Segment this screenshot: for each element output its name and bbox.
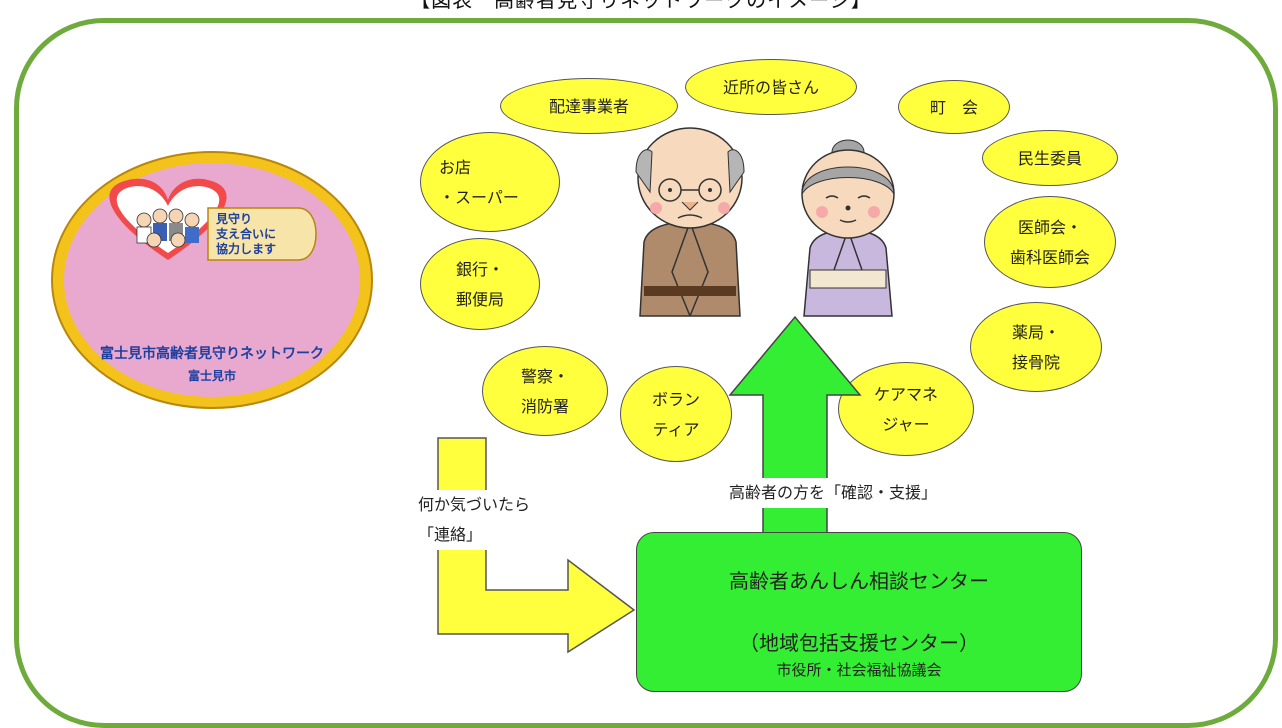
bubble-pharmacy: 薬局・ 接骨院 (970, 302, 1102, 392)
diagram-title: 【図表 高齢者見守りネットワークのイメージ】 (410, 0, 872, 12)
center-name: 高齢者あんしん相談センター (729, 569, 989, 593)
bubble-label: 薬局・ 接骨院 (1011, 323, 1060, 372)
bubble-label: 町 会 (929, 98, 978, 117)
bubble-volunteer: ボラン ティア (620, 366, 732, 462)
bubble-label: 民生委員 (1017, 149, 1082, 168)
support-center-box: 高齢者あんしん相談センター （地域包括支援センター） 市役所・社会福祉協議会 (636, 532, 1082, 692)
bubble-bank: 銀行・ 郵便局 (420, 238, 540, 330)
bubble-police: 警察・ 消防署 (482, 346, 608, 436)
network-badge: 見守り 支え合いに 協力します 富士見市高齢者見守りネットワーク 富士見市 (48, 148, 376, 412)
bubble-label: 警察・ 消防署 (520, 367, 569, 416)
support-label: 高齢者の方を「確認・支援」 (729, 478, 938, 508)
support-arrow (728, 315, 862, 538)
bubble-medical-association: 医師会・ 歯科医師会 (984, 196, 1116, 288)
bubble-label: 近所の皆さん (722, 78, 819, 97)
bubble-welfare-commissioner: 民生委員 (982, 130, 1118, 186)
badge-slogan-1: 見守り (215, 211, 252, 226)
bubble-town-association: 町 会 (898, 80, 1010, 134)
badge-network-name: 富士見市高齢者見守りネットワーク (100, 345, 324, 362)
bubble-label: 配達事業者 (548, 97, 629, 116)
badge-slogan-2: 支え合いに (215, 226, 276, 241)
elderly-woman-illustration (801, 139, 895, 317)
bubble-label: 医師会・ 歯科医師会 (1009, 218, 1090, 267)
bubble-label: ボラン ティア (651, 390, 700, 439)
contact-label: 何か気づいたら 「連絡」 (418, 490, 531, 550)
bubble-label: 銀行・ 郵便局 (455, 260, 504, 309)
center-subtitle: （地域包括支援センター） (739, 631, 979, 655)
elderly-man-illustration (635, 127, 745, 317)
badge-slogan-3: 協力します (216, 241, 276, 256)
bubble-shop: お店 ・スーパー (420, 132, 560, 232)
bubble-label: ケアマネ ジャー (873, 385, 938, 434)
bubble-delivery: 配達事業者 (500, 78, 678, 134)
bubble-label: お店 ・スーパー (439, 158, 519, 207)
bubble-neighbors: 近所の皆さん (685, 59, 857, 115)
center-operators: 市役所・社会福祉協議会 (776, 661, 942, 679)
badge-logo: 見守り 支え合いに 協力します 富士見市高齢者見守りネットワーク 富士見市 (51, 151, 373, 409)
bubble-care-manager: ケアマネ ジャー (838, 362, 974, 456)
badge-city: 富士見市 (188, 368, 236, 383)
